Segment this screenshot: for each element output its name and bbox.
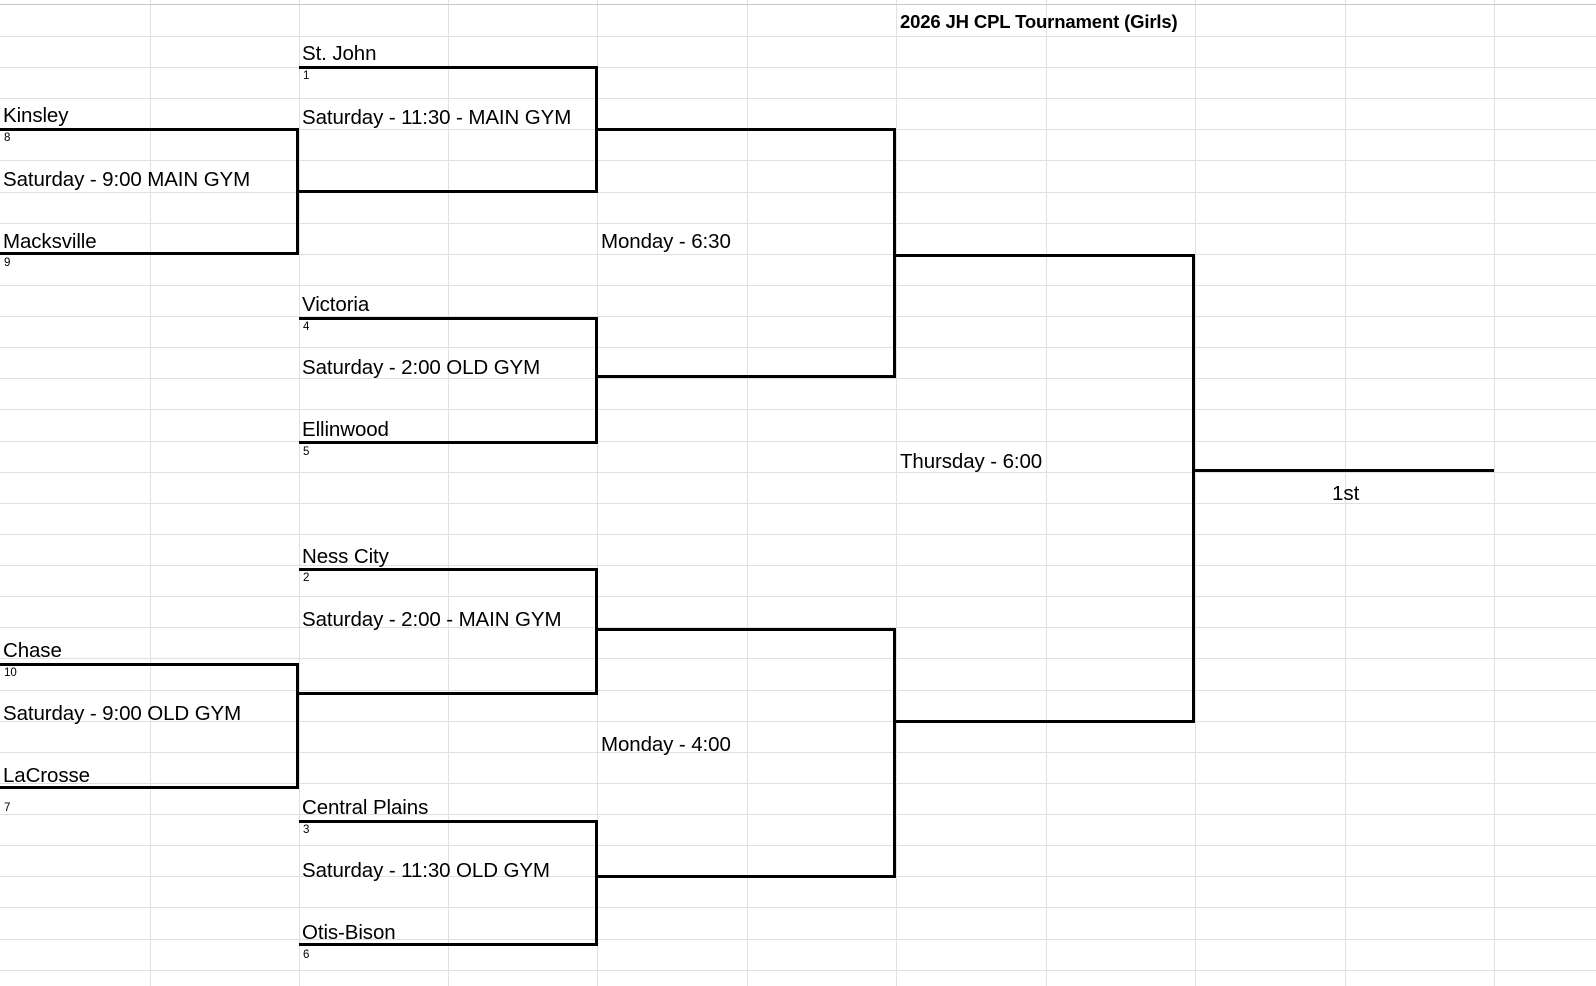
gridline-horizontal — [0, 534, 1596, 535]
gridline-horizontal — [0, 254, 1596, 255]
team-victoria: Victoria — [302, 293, 370, 316]
seed-chase: 10 — [4, 667, 17, 679]
gridline-horizontal — [0, 907, 1596, 908]
game-info-r2-g3: Saturday - 2:00 - MAIN GYM — [302, 608, 562, 631]
gridline-horizontal — [0, 690, 1596, 691]
bracket-line-r1-lower-top — [0, 663, 299, 666]
bracket-line-r1-upper-bottom — [0, 252, 299, 255]
bracket-line-r2-g4-bottom — [299, 943, 598, 946]
bracket-line-sf-lower-bottom — [597, 875, 896, 878]
bracket-line-r2-g1-bottom — [299, 190, 598, 193]
gridline-horizontal — [0, 409, 1596, 410]
seed-st-john: 1 — [303, 70, 310, 82]
gridline-horizontal — [0, 658, 1596, 659]
gridline-horizontal — [0, 596, 1596, 597]
gridline-vertical — [747, 0, 748, 986]
gridline-vertical — [896, 0, 897, 986]
bracket-line-sf-lower-right — [893, 628, 896, 878]
team-central-plains: Central Plains — [302, 796, 429, 819]
gridline-horizontal — [0, 192, 1596, 193]
bracket-line-r2-g3-right — [595, 568, 598, 695]
game-info-r1-lower: Saturday - 9:00 OLD GYM — [3, 702, 242, 725]
gridline-horizontal — [0, 845, 1596, 846]
seed-macksville: 9 — [4, 257, 11, 269]
seed-ellinwood: 5 — [303, 446, 310, 458]
bracket-line-final-top — [896, 254, 1195, 257]
gridline-horizontal — [0, 814, 1596, 815]
gridline-vertical — [1195, 0, 1196, 986]
game-info-r2-g1: Saturday - 11:30 - MAIN GYM — [302, 106, 572, 129]
gridline-vertical — [1345, 0, 1346, 986]
team-otis-bison: Otis-Bison — [302, 921, 396, 944]
bracket-line-r2-g2-right — [595, 317, 598, 444]
bracket-line-final-bottom — [896, 720, 1195, 723]
gridline-horizontal — [0, 378, 1596, 379]
game-info-r1-upper: Saturday - 9:00 MAIN GYM — [3, 168, 251, 191]
gridline-horizontal — [0, 4, 1596, 5]
bracket-line-r1-upper-right — [296, 128, 299, 255]
bracket-line-r2-g1-top — [299, 66, 598, 69]
team-ellinwood: Ellinwood — [302, 418, 389, 441]
game-info-semifinal-lower: Monday - 4:00 — [601, 733, 731, 756]
seed-central-plains: 3 — [303, 824, 310, 836]
gridline-horizontal — [0, 970, 1596, 971]
gridline-horizontal — [0, 160, 1596, 161]
gridline-horizontal — [0, 98, 1596, 99]
gridline-horizontal — [0, 472, 1596, 473]
bracket-line-sf-upper-top — [597, 128, 896, 131]
gridline-horizontal — [0, 67, 1596, 68]
gridline-horizontal — [0, 627, 1596, 628]
team-kinsley: Kinsley — [3, 104, 69, 127]
gridline-vertical — [448, 0, 449, 986]
gridline-horizontal — [0, 565, 1596, 566]
seed-lacrosse: 7 — [4, 802, 11, 814]
team-ness-city: Ness City — [302, 545, 389, 568]
gridline-vertical — [1494, 0, 1495, 986]
seed-kinsley: 8 — [4, 132, 11, 144]
bracket-line-r2-g1-right — [595, 66, 598, 193]
bracket-line-sf-upper-bottom — [597, 375, 896, 378]
team-lacrosse: LaCrosse — [3, 764, 90, 787]
gridline-horizontal — [0, 36, 1596, 37]
champion-place-label: 1st — [1332, 482, 1360, 505]
bracket-line-r2-g2-top — [299, 317, 598, 320]
page-title: 2026 JH CPL Tournament (Girls) — [900, 11, 1178, 32]
game-info-r2-g2: Saturday - 2:00 OLD GYM — [302, 356, 541, 379]
bracket-line-r1-upper-top — [0, 128, 299, 131]
bracket-line-r2-g4-right — [595, 820, 598, 946]
gridline-horizontal — [0, 752, 1596, 753]
bracket-line-final-right — [1192, 254, 1195, 723]
bracket-line-sf-upper-right — [893, 128, 896, 378]
bracket-line-r2-g3-bottom — [299, 692, 598, 695]
gridline-horizontal — [0, 783, 1596, 784]
seed-ness-city: 2 — [303, 572, 310, 584]
gridline-vertical — [1046, 0, 1047, 986]
gridline-horizontal — [0, 939, 1596, 940]
bracket-line-r1-lower-bottom — [0, 786, 299, 789]
gridline-vertical — [150, 0, 151, 986]
gridline-horizontal — [0, 503, 1596, 504]
game-info-r2-g4: Saturday - 11:30 OLD GYM — [302, 859, 550, 882]
seed-otis-bison: 6 — [303, 949, 310, 961]
bracket-line-r2-g3-top — [299, 568, 598, 571]
gridline-horizontal — [0, 347, 1596, 348]
gridline-horizontal — [0, 316, 1596, 317]
game-info-final: Thursday - 6:00 — [900, 450, 1043, 473]
bracket-line-r2-g4-top — [299, 820, 598, 823]
bracket-line-r1-lower-right — [296, 663, 299, 789]
game-info-semifinal-upper: Monday - 6:30 — [601, 230, 731, 253]
team-chase: Chase — [3, 639, 62, 662]
gridline-horizontal — [0, 441, 1596, 442]
gridline-horizontal — [0, 285, 1596, 286]
team-macksville: Macksville — [3, 230, 97, 253]
gridline-horizontal — [0, 721, 1596, 722]
bracket-line-sf-lower-top — [597, 628, 896, 631]
bracket-line-champion — [1195, 469, 1494, 472]
gridline-horizontal — [0, 223, 1596, 224]
gridline-vertical — [597, 0, 598, 986]
gridline-vertical — [299, 0, 300, 986]
seed-victoria: 4 — [303, 321, 310, 333]
bracket-line-r2-g2-bottom — [299, 441, 598, 444]
team-st-john: St. John — [302, 42, 377, 65]
